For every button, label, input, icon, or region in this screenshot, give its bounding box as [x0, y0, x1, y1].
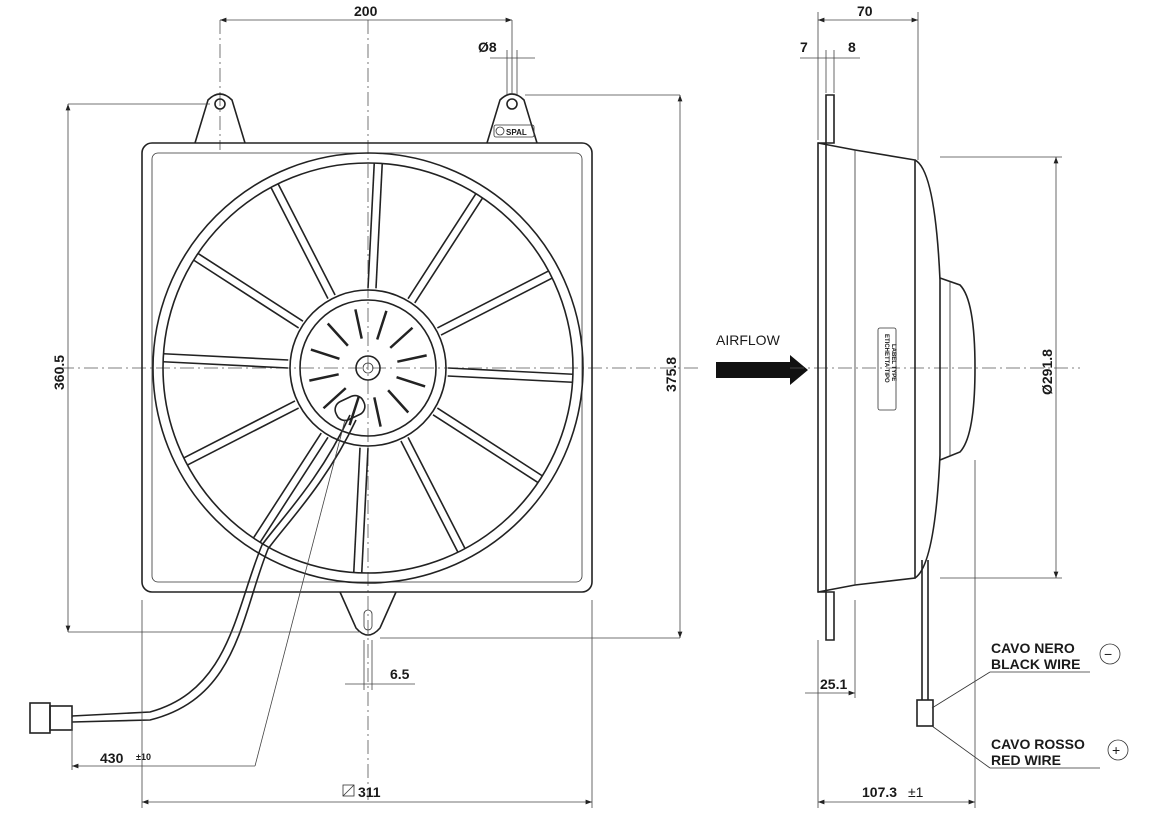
stator-spokes [163, 163, 573, 573]
stator-spoke [440, 277, 553, 336]
stator-spoke [437, 270, 549, 329]
dim-cable-tol: ±10 [136, 752, 151, 762]
hub-rib [389, 326, 414, 349]
svg-text:−: − [1104, 646, 1112, 662]
stator-spoke [414, 197, 484, 304]
hub-rib [396, 376, 426, 388]
minus-icon [1099, 643, 1121, 665]
hub-rib [322, 387, 347, 410]
dim-flange-depth: 25.1 [820, 676, 847, 692]
stator-spoke [407, 193, 477, 300]
black-wire-label-en: BLACK WIRE [991, 656, 1080, 672]
hub-rib [373, 397, 382, 427]
dim-top-spacing: 200 [354, 3, 378, 19]
hub-rib [397, 354, 427, 363]
shroud-body [817, 142, 916, 593]
stator-spoke [277, 183, 336, 296]
side-view: ETICHETTA TIPO LABEL TYPE CAVO NERO BLAC… [790, 3, 1129, 808]
shroud-flange [817, 94, 835, 641]
hub-rib [354, 309, 363, 339]
type-label [877, 327, 897, 411]
stator-spoke [375, 163, 384, 289]
stator-spoke [400, 440, 459, 553]
dim-height-holes: 360.5 [51, 355, 67, 390]
wire-connector [916, 699, 934, 727]
dim-overall-tol: ±1 [908, 784, 924, 800]
stator-spoke [432, 414, 539, 484]
dim-overall-depth: 107.3 [862, 784, 897, 800]
stator-spoke [183, 400, 296, 459]
dim-flange-a: 7 [800, 39, 808, 55]
dim-hole-dia: Ø8 [478, 39, 497, 55]
airflow-indicator: AIRFLOW [716, 332, 808, 385]
stator-spoke [197, 252, 304, 322]
fan-ring [152, 152, 584, 584]
hub-rib [376, 310, 388, 340]
dim-flange-b: 8 [848, 39, 856, 55]
stator-spoke [270, 187, 329, 299]
mounting-lug-bottom [339, 591, 397, 636]
svg-text:LABEL TYPE: LABEL TYPE [890, 344, 896, 381]
stator-spoke [407, 437, 466, 549]
stator-spoke [436, 407, 543, 477]
brand-logo: SPAL [493, 124, 535, 138]
hub-rib [310, 348, 340, 360]
front-view: SPAL 200 Ø8 360.5 375.8 [29, 3, 700, 808]
stator-spoke [163, 352, 289, 361]
hub-rib [309, 373, 339, 382]
airflow-arrow-icon [716, 355, 808, 385]
stator-spoke [447, 375, 573, 384]
dim-bottom-slot: 6.5 [390, 666, 410, 682]
stator-spoke [163, 360, 288, 369]
motor-hub [289, 289, 447, 447]
stator-spoke [448, 367, 573, 376]
hub-rib [326, 322, 349, 347]
black-wire-label-it: CAVO NERO [991, 640, 1075, 656]
dim-width: 311 [358, 784, 381, 800]
stator-spoke [193, 259, 300, 329]
svg-text:AIRFLOW: AIRFLOW [716, 332, 781, 348]
motor-body [939, 277, 976, 461]
dim-height-total: 375.8 [663, 357, 679, 392]
shroud-frame [141, 142, 593, 593]
plus-icon [1107, 739, 1129, 761]
stator-spoke [259, 436, 329, 543]
power-cable [71, 414, 351, 717]
svg-text:+: + [1112, 742, 1120, 758]
stator-spoke [352, 447, 361, 573]
stator-spoke [252, 432, 322, 539]
dim-depth-total: 70 [857, 3, 873, 19]
hub-rib [387, 389, 410, 414]
stator-spoke [367, 163, 376, 288]
hub-rib [348, 396, 360, 426]
svg-text:SPAL: SPAL [506, 128, 527, 137]
stator-spoke [187, 407, 299, 466]
stator-spoke [360, 448, 369, 573]
red-wire-label-it: CAVO ROSSO [991, 736, 1085, 752]
dim-fan-dia: Ø291.8 [1039, 349, 1055, 395]
mounting-lug-left [194, 93, 246, 144]
svg-text:ETICHETTA TIPO: ETICHETTA TIPO [883, 334, 889, 383]
connector [29, 702, 73, 734]
dim-cable-length: 430 [100, 750, 124, 766]
red-wire-label-en: RED WIRE [991, 752, 1061, 768]
